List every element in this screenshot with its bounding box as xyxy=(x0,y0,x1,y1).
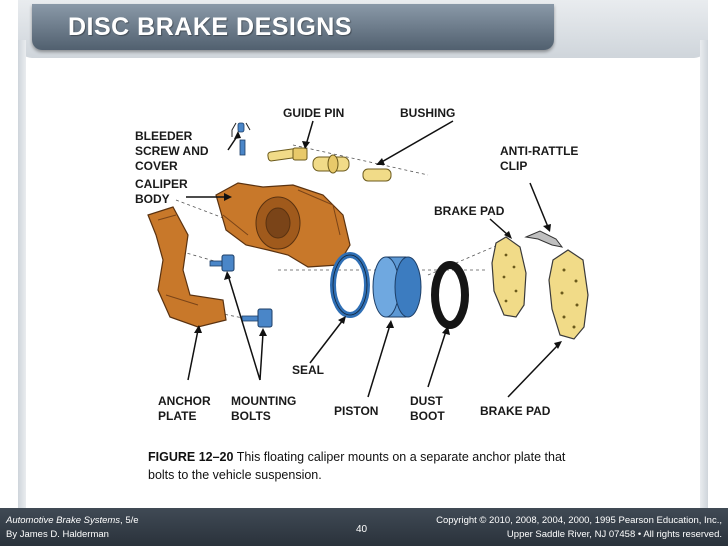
footer-book-title: Automotive Brake Systems xyxy=(6,515,121,526)
label-brake-pad-top: BRAKE PAD xyxy=(434,204,505,218)
footer-copyright-line-2: Upper Saddle River, NJ 07458 • All right… xyxy=(506,529,722,540)
label-bushing: BUSHING xyxy=(400,106,455,120)
leader-lines xyxy=(186,120,559,398)
label-anti-rattle-2: CLIP xyxy=(500,159,527,173)
slide-title: DISC BRAKE DESIGNS xyxy=(68,13,353,41)
label-guide-pin: GUIDE PIN xyxy=(283,106,344,120)
footer-book-info: Automotive Brake Systems, 5/e By James D… xyxy=(6,514,139,542)
label-mounting-1: MOUNTING xyxy=(231,394,296,408)
label-seal: SEAL xyxy=(292,363,324,377)
label-dust-2: BOOT xyxy=(410,409,445,423)
label-bleeder-1: BLEEDER xyxy=(135,129,193,143)
label-piston: PISTON xyxy=(334,404,378,418)
figure-caption-text: This floating caliper mounts on a separa… xyxy=(148,450,566,482)
anti-rattle-clip xyxy=(524,230,564,248)
label-anchor-2: PLATE xyxy=(158,409,196,423)
label-bleeder-2: SCREW AND xyxy=(135,144,209,158)
slide-frame-left xyxy=(18,40,26,510)
label-dust-1: DUST xyxy=(410,394,443,408)
piston xyxy=(372,256,422,318)
label-caliper-2: BODY xyxy=(135,192,170,206)
label-bleeder-3: COVER xyxy=(135,159,178,173)
label-mounting-2: BOLTS xyxy=(231,409,271,423)
brake-pad-outer xyxy=(548,249,589,340)
disc-brake-exploded-diagram: BLEEDER SCREW AND COVER CALIPER BODY GUI… xyxy=(128,95,596,428)
brake-pad-inner xyxy=(491,236,527,318)
footer-author: By James D. Halderman xyxy=(6,529,109,540)
footer-copyright-line-1: Copyright © 2010, 2008, 2004, 2000, 1995… xyxy=(436,515,722,526)
leader-arrowheads xyxy=(194,131,562,349)
mounting-bolt-icon xyxy=(209,254,273,328)
anchor-plate xyxy=(147,206,227,328)
dust-boot xyxy=(431,261,469,329)
figure-caption: FIGURE 12–20 This floating caliper mount… xyxy=(148,448,588,484)
title-bar: DISC BRAKE DESIGNS xyxy=(32,4,554,50)
guide-pin-icon xyxy=(267,147,308,162)
footer-copyright: Copyright © 2010, 2008, 2004, 2000, 1995… xyxy=(436,514,722,542)
slide-footer: Automotive Brake Systems, 5/e By James D… xyxy=(0,508,728,546)
footer-edition: , 5/e xyxy=(120,515,139,526)
bushing-icon xyxy=(312,154,392,182)
label-brake-pad-bottom: BRAKE PAD xyxy=(480,404,551,418)
footer-page-number: 40 xyxy=(356,524,368,535)
label-anti-rattle-1: ANTI-RATTLE xyxy=(500,144,578,158)
label-anchor-1: ANCHOR xyxy=(158,394,211,408)
label-caliper-1: CALIPER xyxy=(135,177,188,191)
figure-number: FIGURE 12–20 xyxy=(148,450,234,464)
slide-frame-right xyxy=(700,40,708,510)
bleeder-screw-icon xyxy=(231,122,251,156)
